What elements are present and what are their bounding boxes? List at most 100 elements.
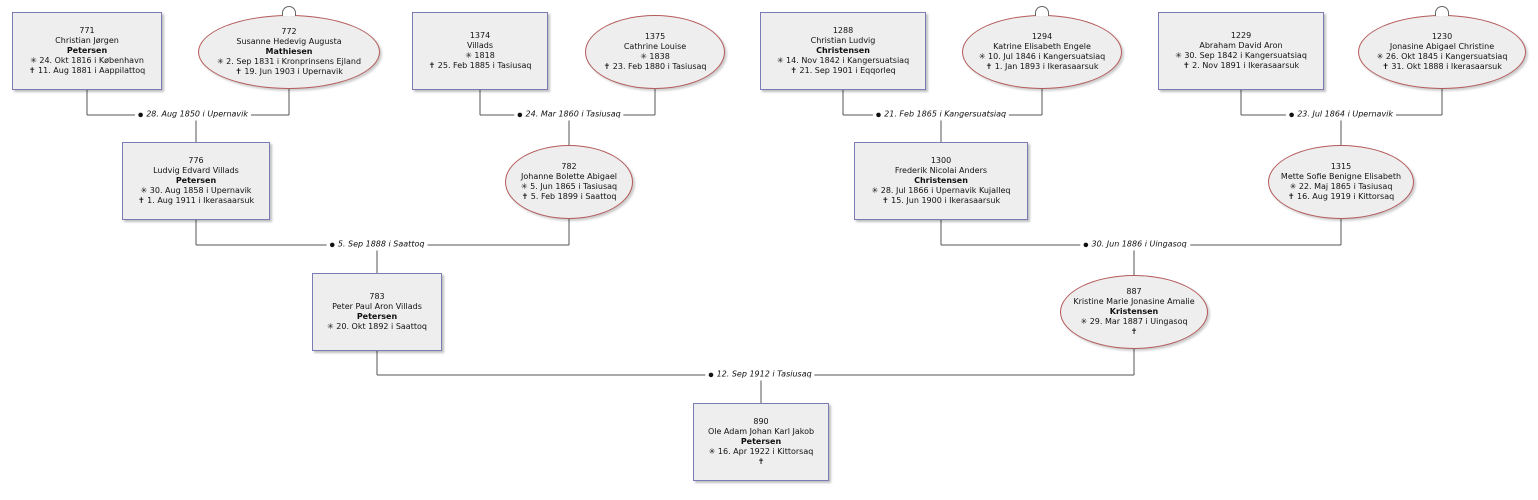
marriage-dot-icon: ●	[1083, 241, 1089, 249]
marriage-dot-icon: ●	[517, 111, 523, 119]
death-event: ✝ 25. Feb 1885 i Tasiusaq	[428, 61, 532, 70]
given-names: Peter Paul Aron Villads	[332, 302, 422, 311]
marriage-dot-icon: ●	[1288, 111, 1295, 119]
given-names: Frederik Nicolai Anders	[894, 166, 988, 175]
surname: Petersen	[175, 176, 217, 185]
death-event: ✝ 31. Okt 1888 i Ikerasaarsuk	[1382, 62, 1502, 71]
expand-handle-icon[interactable]	[1035, 6, 1049, 16]
marriage-label: ●5. Sep 1888 i Saattoq	[326, 239, 428, 251]
marriage-label: ●30. Jun 1886 i Uingasoq	[1080, 239, 1190, 251]
given-names: Johanne Bolette Abigael	[521, 172, 617, 181]
birth-event: ✳ 30. Sep 1842 i Kangersuatsiaq	[1175, 51, 1307, 60]
person-id: 776	[188, 156, 204, 165]
death-event: ✝ 5. Feb 1899 i Saattoq	[521, 192, 617, 201]
marriage-label: ●12. Sep 1912 i Tasiusaq	[705, 369, 815, 381]
surname: Petersen	[740, 437, 782, 446]
birth-event: ✳ 14. Nov 1842 i Kangersuatsiaq	[776, 56, 910, 65]
person-id: 1229	[1230, 31, 1252, 40]
given-names: Villads	[466, 41, 494, 50]
given-names: Cathrine Louise	[623, 42, 687, 51]
person-id: 1374	[469, 31, 491, 40]
marriage-dot-icon: ●	[875, 111, 882, 119]
birth-event: ✳ 16. Apr 1922 i Kittorsaq	[708, 447, 814, 456]
given-names: Christian Jørgen	[55, 36, 119, 45]
surname: Christensen	[914, 176, 968, 185]
given-names: Kristine Marie Jonasine Amalie	[1073, 297, 1195, 306]
birth-event: ✳ 28. Jul 1866 i Upernavik Kujalleq	[871, 186, 1011, 195]
death-event: ✝ 1. Jan 1893 i Ikerasaarsuk	[985, 62, 1099, 71]
expand-handle-icon[interactable]	[1435, 6, 1449, 16]
birth-event: ✳ 5. Jun 1865 i Tasiusaq	[520, 182, 618, 191]
person-id: 887	[1126, 287, 1142, 296]
surname: Kristensen	[1109, 307, 1159, 316]
marriage-label: ●24. Mar 1860 i Tasiusaq	[514, 109, 624, 121]
marriage-date: 30. Jun 1886 i Uingasoq	[1091, 239, 1187, 249]
death-event: ✝	[1130, 327, 1138, 336]
marriage-date: 21. Feb 1865 i Kangersuatsiaq	[884, 109, 1007, 119]
birth-event: ✳ 1838	[640, 52, 670, 61]
person-id: 783	[369, 292, 385, 301]
death-event: ✝ 16. Aug 1919 i Kittorsaq	[1287, 192, 1395, 201]
given-names: Ludvig Edvard Villads	[153, 166, 239, 175]
person-id: 1230	[1431, 32, 1453, 41]
death-event: ✝ 19. Jun 1903 i Upernavik	[235, 67, 343, 76]
marriage-label: ●28. Aug 1850 i Upernavik	[134, 109, 252, 121]
death-event: ✝ 1. Aug 1911 i Ikerasaarsuk	[137, 196, 255, 205]
surname: Petersen	[66, 46, 108, 55]
marriage-dot-icon: ●	[137, 111, 144, 119]
given-names: Ole Adam Johan Karl Jakob	[707, 427, 815, 436]
marriage-dot-icon: ●	[708, 371, 714, 379]
death-event: ✝ 2. Nov 1891 i Ikerasaarsuk	[1182, 61, 1300, 70]
birth-event: ✳ 26. Okt 1845 i Kangersuatsiaq	[1376, 52, 1508, 61]
person-id: 1300	[930, 156, 952, 165]
person-id: 772	[281, 27, 297, 36]
marriage-date: 23. Jul 1864 i Upernavik	[1297, 109, 1394, 119]
person-id: 890	[753, 417, 769, 426]
surname: Christensen	[816, 46, 870, 55]
birth-event: ✳ 30. Aug 1858 i Upernavik	[140, 186, 252, 195]
expand-handle-icon[interactable]	[282, 6, 296, 16]
surname: Mathiesen	[265, 47, 313, 56]
marriage-dot-icon: ●	[329, 241, 335, 249]
death-event: ✝ 11. Aug 1881 i Aappilattoq	[28, 66, 146, 75]
given-names: Mette Sofie Benigne Elisabeth	[1280, 172, 1402, 181]
person-id: 1375	[644, 32, 666, 41]
death-event: ✝ 21. Sep 1901 i Eqqorleq	[790, 66, 896, 75]
marriage-label: ●23. Jul 1864 i Upernavik	[1285, 109, 1397, 121]
marriage-date: 5. Sep 1888 i Saattoq	[337, 239, 425, 249]
person-id: 771	[79, 26, 95, 35]
birth-event: ✳ 1818	[465, 51, 495, 60]
marriage-date: 24. Mar 1860 i Tasiusaq	[525, 109, 621, 119]
marriage-date: 12. Sep 1912 i Tasiusaq	[716, 369, 812, 379]
marriage-label: ●21. Feb 1865 i Kangersuatsiaq	[872, 109, 1010, 121]
birth-event: ✳ 20. Okt 1892 i Saattoq	[327, 322, 427, 331]
death-event: ✝ 23. Feb 1880 i Tasiusaq	[603, 62, 707, 71]
surname: Petersen	[356, 312, 398, 321]
given-names: Jonasine Abigael Christine	[1389, 42, 1495, 51]
birth-event: ✳ 22. Maj 1865 i Tasiusaq	[1289, 182, 1393, 191]
person-id: 1315	[1330, 162, 1352, 171]
given-names: Christian Ludvig	[810, 36, 876, 45]
birth-event: ✳ 29. Mar 1887 i Uingasoq	[1080, 317, 1188, 326]
person-id: 1294	[1031, 32, 1053, 41]
death-event: ✝	[757, 457, 765, 466]
person-id: 782	[561, 162, 577, 171]
person-id: 1288	[832, 26, 854, 35]
death-event: ✝ 15. Jun 1900 i Ikerasaarsuk	[881, 196, 1001, 205]
marriage-date: 28. Aug 1850 i Upernavik	[146, 109, 249, 119]
